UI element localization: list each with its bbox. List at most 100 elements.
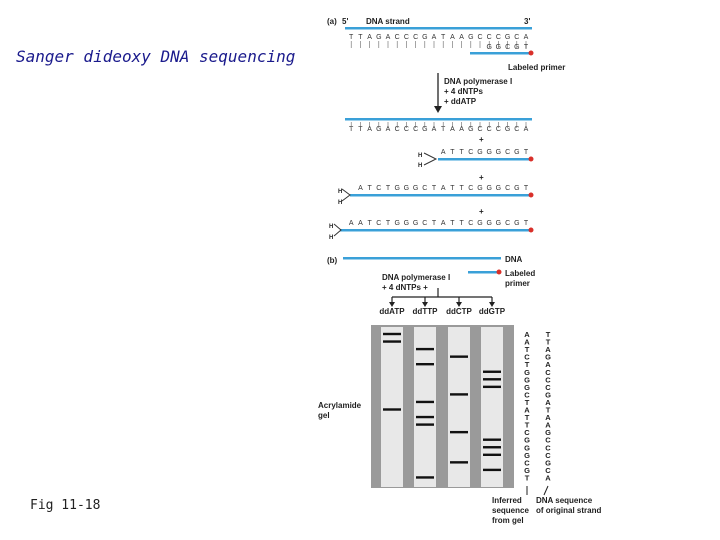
original-base: C: [545, 383, 551, 392]
original-base: A: [545, 413, 551, 422]
original-base: T: [546, 406, 551, 415]
gel-band-T: [416, 400, 434, 404]
product-base: A: [441, 220, 446, 227]
primer-strand: [470, 52, 530, 55]
product-base: G: [514, 185, 519, 192]
product-base: G: [514, 220, 519, 227]
product-base: T: [450, 185, 455, 192]
inferred-base: C: [524, 428, 530, 437]
lane-label-ddctp: ddCTP: [446, 307, 472, 316]
product-base: C: [422, 185, 427, 192]
inferred-base: G: [524, 383, 530, 392]
template-base: A: [524, 126, 529, 133]
template-base: G: [468, 126, 473, 133]
template-base: A: [432, 34, 437, 41]
template-base: G: [468, 34, 473, 41]
branch-arrowhead: [422, 302, 428, 307]
inferred-label-1: Inferred: [492, 496, 522, 505]
lane-label-ddttp: ddTTP: [413, 307, 439, 316]
template-base: C: [404, 34, 409, 41]
primer-label-dot: [528, 50, 534, 56]
original-base: A: [545, 345, 551, 354]
branch-arrowhead: [489, 302, 495, 307]
template-base: C: [404, 126, 409, 133]
product-base: A: [441, 149, 446, 156]
product-2-h-top: H: [338, 189, 342, 195]
gel-bands: [383, 332, 501, 479]
original-label-1: DNA sequence: [536, 496, 593, 505]
product-1-dot: [528, 156, 534, 162]
template-base: C: [413, 126, 418, 133]
panel-b-dna: [343, 257, 501, 260]
product-base: T: [524, 149, 529, 156]
original-base: C: [545, 443, 551, 452]
plus-2: +: [479, 173, 484, 182]
gel-band-G: [483, 446, 501, 449]
template-base: A: [386, 126, 391, 133]
template-base: T: [441, 126, 446, 133]
template-base: C: [514, 126, 519, 133]
primer-base: G: [486, 44, 491, 51]
template-base: G: [422, 126, 427, 133]
gel-band-C: [450, 355, 468, 358]
product-base: T: [459, 149, 464, 156]
template-base: A: [367, 34, 372, 41]
template-base: G: [505, 34, 510, 41]
enzyme-line-1: DNA polymerase I: [444, 77, 512, 86]
template-base: T: [349, 34, 354, 41]
product-base: T: [432, 220, 437, 227]
template-base: G: [422, 34, 427, 41]
product-base: T: [386, 220, 391, 227]
original-base: C: [545, 451, 551, 460]
template-base: G: [376, 34, 381, 41]
product-base: G: [477, 149, 482, 156]
gel-band-G: [483, 438, 501, 441]
product-base: G: [477, 185, 482, 192]
inferred-base: T: [525, 421, 530, 430]
gel-lane-ddctp: [448, 327, 470, 487]
product-base: G: [413, 185, 418, 192]
template-base: C: [413, 34, 418, 41]
product-base: C: [376, 220, 381, 227]
inferred-base: G: [524, 443, 530, 452]
product-base: G: [486, 220, 491, 227]
plus-3: +: [479, 207, 484, 216]
template-strand-2: [345, 118, 532, 121]
original-label-2: of original strand: [536, 506, 601, 515]
gel-band-C: [450, 461, 468, 464]
three-prime-label: 3': [524, 17, 530, 26]
product-base: T: [524, 220, 529, 227]
product-base: C: [505, 185, 510, 192]
product-base: G: [477, 220, 482, 227]
inferred-base: T: [525, 345, 530, 354]
original-base: C: [545, 466, 551, 475]
product-base: T: [450, 149, 455, 156]
gel-band-G: [483, 468, 501, 472]
branch-arrowhead: [456, 302, 462, 307]
gel-band-T: [416, 363, 434, 366]
product-base: G: [394, 185, 399, 192]
inferred-base: T: [525, 398, 530, 407]
product-base: G: [496, 185, 501, 192]
template-base: T: [358, 34, 363, 41]
gel-band-T: [416, 476, 434, 479]
gel-band-A: [383, 340, 401, 343]
original-base: G: [545, 458, 551, 467]
product-base: G: [496, 220, 501, 227]
original-base: A: [545, 398, 551, 407]
inferred-base: A: [524, 406, 530, 415]
gel-label-2: gel: [318, 411, 330, 420]
product-base: T: [459, 185, 464, 192]
inferred-base: C: [524, 458, 530, 467]
inferred-base: G: [524, 451, 530, 460]
template-base: C: [477, 126, 482, 133]
primer-base: G: [496, 44, 501, 51]
template-ticks-1: [350, 41, 527, 48]
inferred-base: C: [524, 390, 530, 399]
panel-b-primer-dot: [496, 269, 502, 275]
product-base: A: [358, 220, 363, 227]
template-base: A: [432, 126, 437, 133]
